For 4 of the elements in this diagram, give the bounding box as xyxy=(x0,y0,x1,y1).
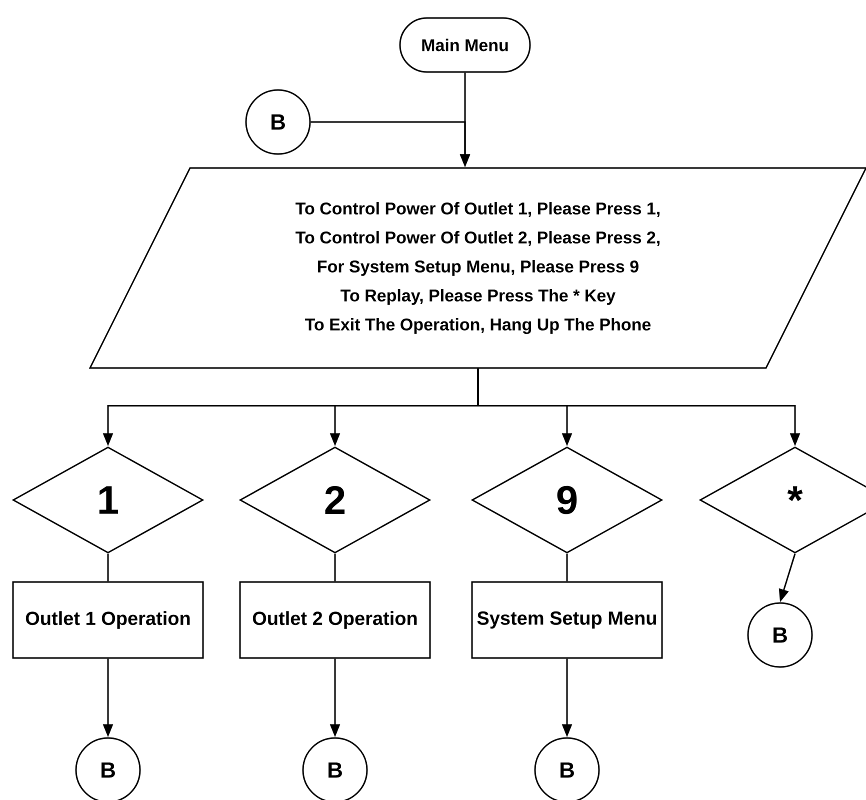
process-box: Outlet 1 Operation xyxy=(12,581,204,659)
process-box: System Setup Menu xyxy=(471,581,663,659)
terminal-box: Main Menu xyxy=(399,17,531,73)
process-box: Outlet 2 Operation xyxy=(239,581,431,659)
